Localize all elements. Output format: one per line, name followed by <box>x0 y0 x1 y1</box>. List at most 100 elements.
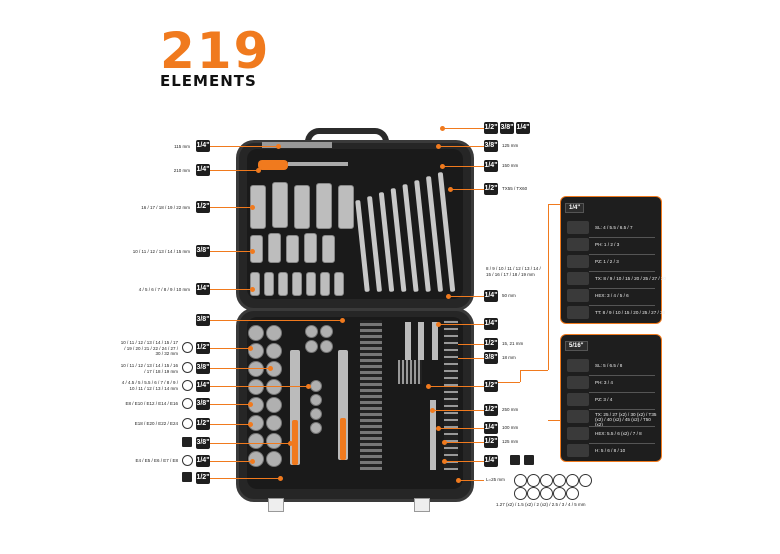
size-badge: 3/8" <box>196 314 210 326</box>
leader-line <box>446 442 484 443</box>
leader-line <box>210 368 270 369</box>
panel-row: PZ: 3 / 4 <box>595 397 613 402</box>
small-socket <box>264 272 274 296</box>
ratchet <box>290 350 300 465</box>
spec-label: 15, 21 mm <box>502 341 524 346</box>
divider <box>589 305 655 306</box>
socket <box>266 343 282 359</box>
leader-line <box>210 404 250 405</box>
socket <box>310 422 322 434</box>
spec-label: 250 mm <box>502 407 519 412</box>
socket <box>304 233 317 263</box>
panel-row: PZ: 1 / 2 / 3 <box>595 259 619 264</box>
page-title-subtitle: ELEMENTS <box>160 72 257 90</box>
size-badge: 1/4" <box>484 318 498 330</box>
case-foot-right <box>414 498 430 512</box>
leader-line <box>210 461 252 462</box>
small-socket <box>306 272 316 296</box>
panel-size-tag: 1/4" <box>565 203 585 213</box>
torx-socket-icon <box>182 455 193 466</box>
spec-label: 4 / 4.5 / 5 / 5.5 / 6 / 7 / 8 / 9 / 10 /… <box>121 380 178 391</box>
panel-size-tag: 5/16" <box>565 341 588 351</box>
size-badge: 3/8" <box>196 437 210 449</box>
ratchet <box>338 350 348 460</box>
hex-socket-icon <box>182 342 193 353</box>
socket <box>305 325 318 338</box>
leader-line <box>444 128 484 129</box>
divider <box>589 375 655 376</box>
divider <box>589 443 655 444</box>
socket <box>305 340 318 353</box>
spec-label: 18 mm <box>502 355 516 360</box>
leader-dot <box>278 476 283 481</box>
hex-key <box>444 320 458 470</box>
leader-dot <box>448 187 453 192</box>
size-badge: 1/4" <box>196 140 210 152</box>
hex-bit-icon <box>553 474 566 487</box>
extension-bar <box>430 400 436 470</box>
leader-dot <box>248 402 253 407</box>
leader-dot <box>248 422 253 427</box>
screwdriver-handle <box>258 160 288 170</box>
divider <box>589 254 655 255</box>
small-socket <box>320 272 330 296</box>
leader-line <box>458 344 484 345</box>
size-badge: 1/4" <box>516 122 530 134</box>
size-badge: 3/8" <box>484 352 498 364</box>
divider <box>589 392 655 393</box>
leader-line <box>548 204 549 370</box>
size-badge: 1/2" <box>196 418 210 430</box>
spec-label: 1.27 (x2) / 1.5 (x2) / 2 (x2) / 2.5 / 3 … <box>496 502 586 507</box>
leader-line <box>210 320 342 321</box>
hex-socket-icon <box>182 362 193 373</box>
leader-line <box>210 207 252 208</box>
spec-label: 8 / 9 / 10 / 11 / 12 / 13 / 14 / 15 / 16… <box>486 266 541 277</box>
leader-dot <box>250 287 255 292</box>
divider <box>589 288 655 289</box>
socket <box>320 325 333 338</box>
socket <box>320 340 333 353</box>
leader-dot <box>456 478 461 483</box>
leader-line <box>210 478 280 479</box>
socket <box>248 379 264 395</box>
leader-line <box>210 170 258 171</box>
bit-image <box>567 444 589 457</box>
leader-line <box>440 428 484 429</box>
leader-line <box>452 189 484 190</box>
panel-row: HEX: 3 / 4 / 5 / 6 <box>595 293 629 298</box>
socket <box>266 397 282 413</box>
spec-label: 10 / 11 / 12 / 13 / 14 / 15 / 17 / 19 / … <box>120 340 178 356</box>
leader-dot <box>288 441 293 446</box>
case-foot-left <box>268 498 284 512</box>
socket <box>248 325 264 341</box>
spec-label: L=25 mm <box>486 477 505 482</box>
size-badge: 1/4" <box>196 283 210 295</box>
spec-label: 100 mm <box>502 425 519 430</box>
spec-label: E4 / E5 / E6 / E7 / E8 <box>135 458 178 463</box>
size-badge: 3/8" <box>196 245 210 257</box>
small-socket <box>250 272 260 296</box>
torx-socket-icon <box>182 418 193 429</box>
leader-dot <box>426 384 431 389</box>
triwing-bit-icon <box>514 487 527 500</box>
star-bit-icon <box>553 487 566 500</box>
long-socket <box>316 183 332 229</box>
size-badge: 1/2" <box>484 404 498 416</box>
spec-label: 50 mm <box>502 293 516 298</box>
spec-label: 125 mm <box>502 143 519 148</box>
bit-spec-panel: 5/16" SL: 5 / 6.5 / 8 PH: 3 / 4 PZ: 3 / … <box>560 334 662 462</box>
spec-label: E18 / E20 / E22 / E24 <box>134 421 178 426</box>
hex-socket-icon <box>182 380 193 391</box>
small-socket <box>334 272 344 296</box>
spec-label: 10 / 11 / 12 / 13 / 14 / 15 / 16 / 17 / … <box>120 363 178 374</box>
leader-dot <box>256 168 261 173</box>
leader-dot <box>250 249 255 254</box>
long-socket <box>338 185 354 229</box>
socket <box>266 433 282 449</box>
torx-socket-icon <box>182 398 193 409</box>
panel-row: TX: 8 / 9 / 10 / 15 / 20 / 25 / 27 / 30 <box>595 276 666 281</box>
spec-label: 16 / 17 / 18 / 19 / 22 mm <box>141 205 190 210</box>
size-badge: 1/2" <box>196 342 210 354</box>
leader-line <box>210 443 290 444</box>
leader-line <box>210 424 250 425</box>
